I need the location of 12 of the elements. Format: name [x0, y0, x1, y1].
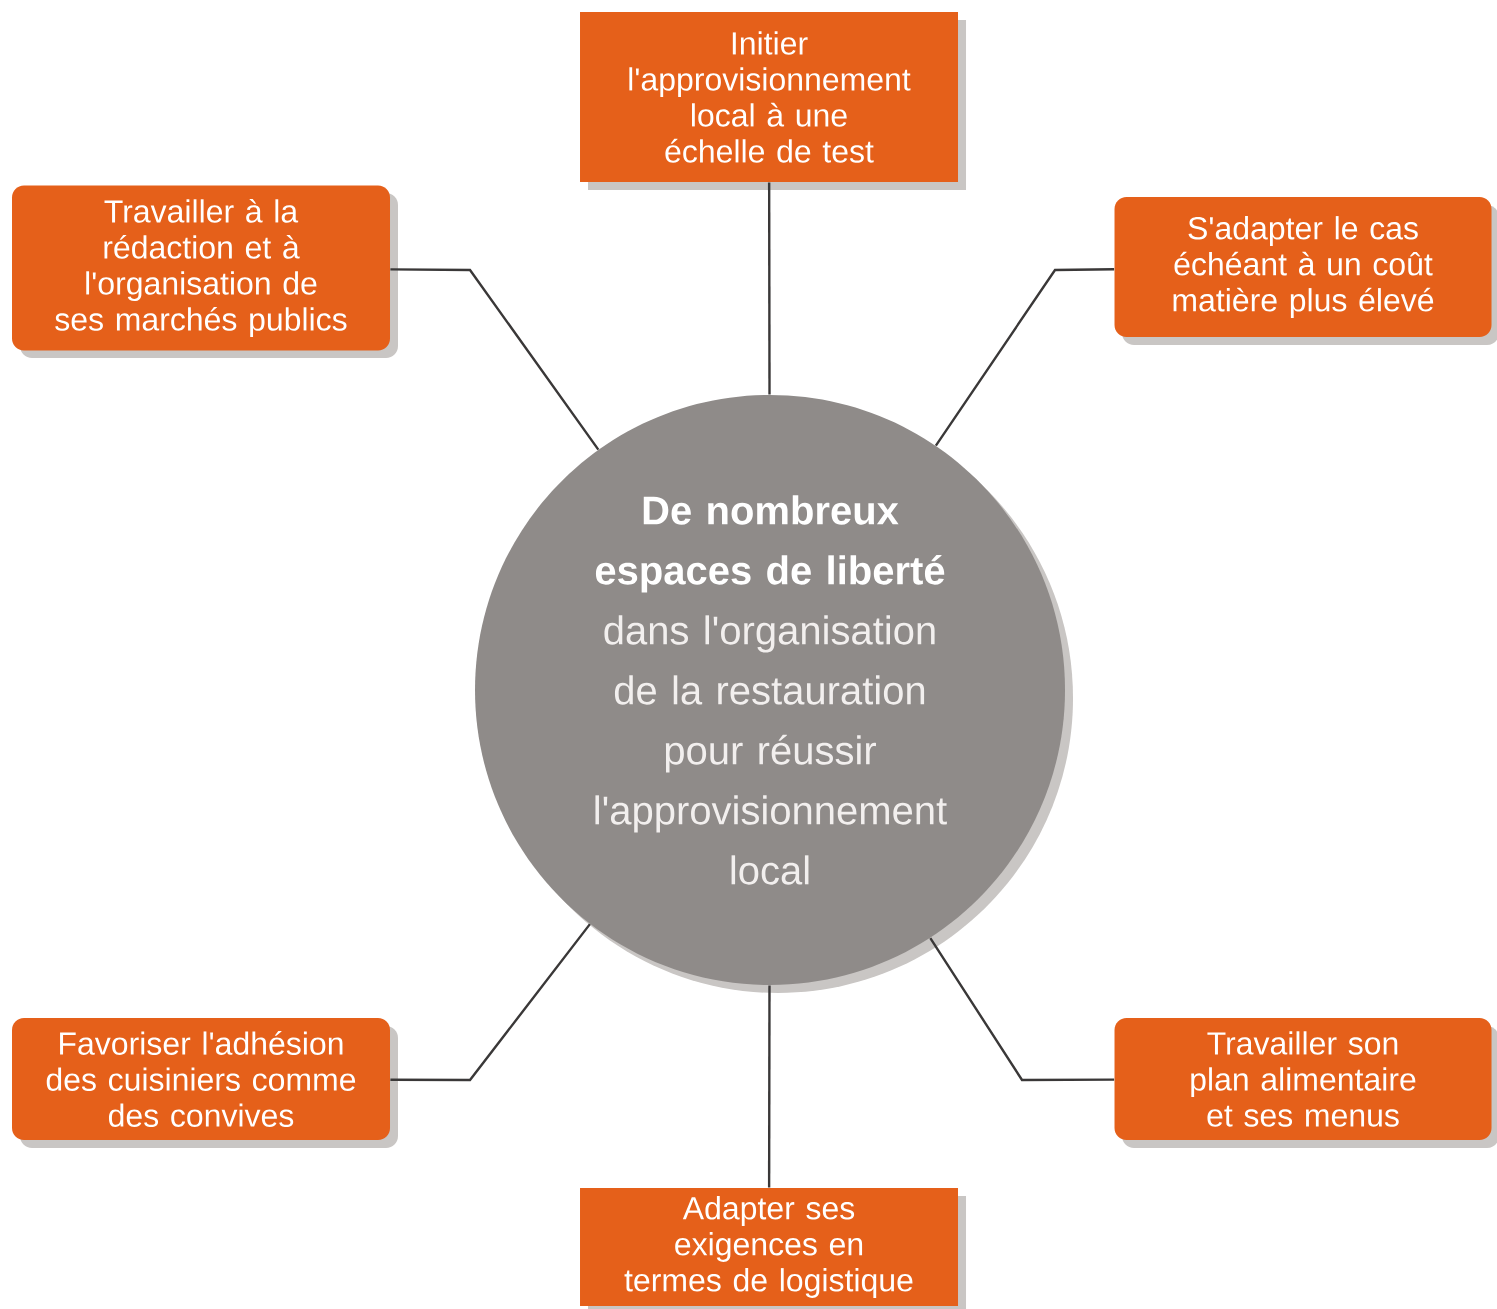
process-box: Adapter ses exigences en termes de logistique — [580, 1188, 958, 1306]
connector-line — [929, 937, 1115, 1082]
process-box: Travailler son plan alimentaire et ses menus — [1114, 1018, 1492, 1140]
process-box: Initier l'approvisionnement local à une échelle de test — [580, 12, 958, 182]
connector-line — [767, 985, 771, 1188]
process-box: Travailler à la rédaction et à l'organisation de ses marchés publics — [12, 185, 390, 351]
connector-line — [934, 268, 1115, 447]
connector-line — [390, 923, 591, 1082]
connector-line — [390, 268, 600, 451]
process-box: Favoriser l'adhésion des cuisiniers comme des convives — [12, 1018, 390, 1140]
process-box: S'adapter le cas échéant à un coût matière plus élevé — [1114, 197, 1492, 337]
connector-line — [767, 182, 771, 395]
